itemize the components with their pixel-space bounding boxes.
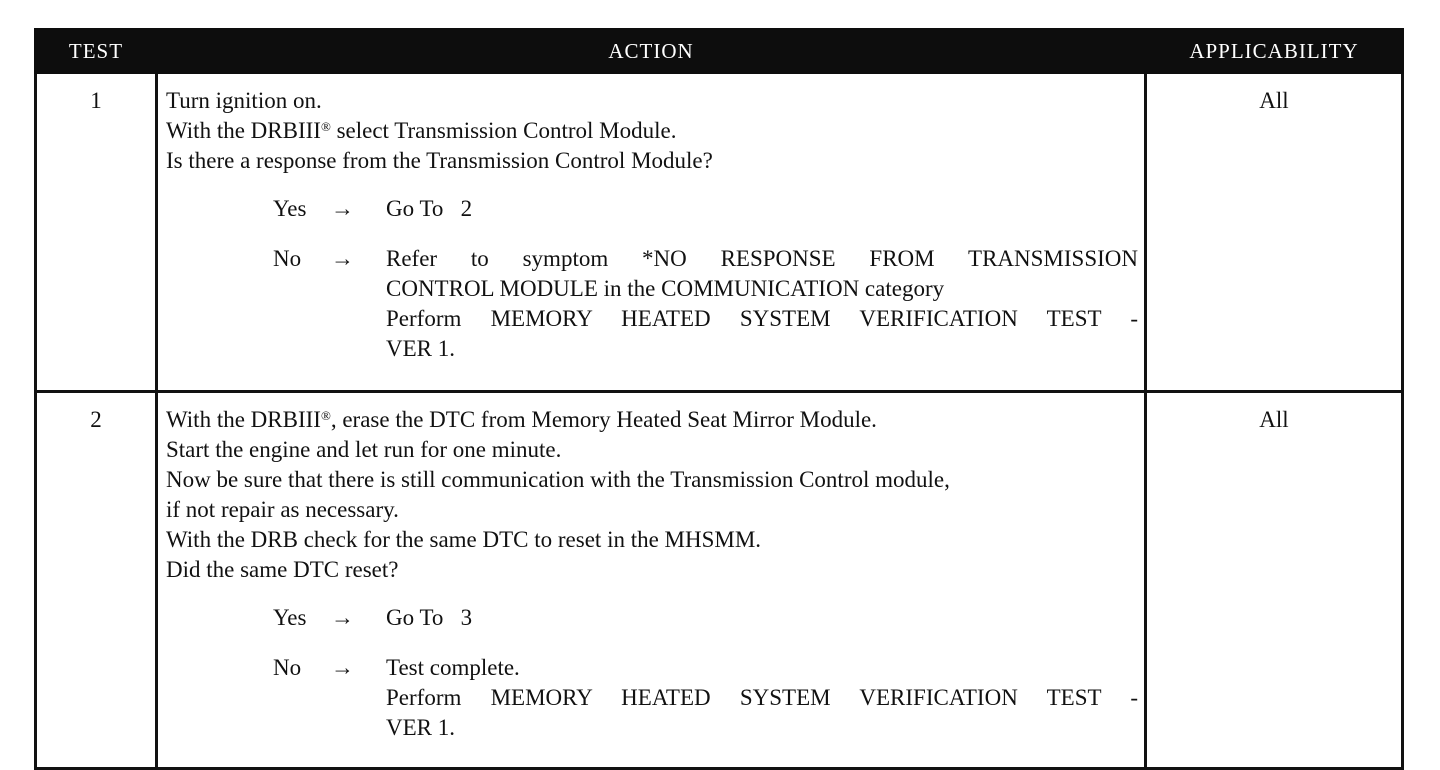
header-applicability: APPLICABILITY xyxy=(1144,28,1404,74)
action-line: Did the same DTC reset? xyxy=(166,557,399,582)
outcome-no-text: Test complete. Perform MEMORY HEATED SYS… xyxy=(386,653,1138,743)
goto-text: Go To 2 xyxy=(386,196,473,221)
outcome-yes-label: Yes xyxy=(273,196,307,221)
action-line: Turn ignition on. xyxy=(166,88,322,113)
outcome-yes-label: Yes xyxy=(273,605,307,630)
registered-mark: ® xyxy=(320,408,331,423)
applicability-value: All xyxy=(1144,390,1404,770)
action-text: With the DRBIII xyxy=(166,118,321,143)
right-arrow-icon: → xyxy=(331,655,354,680)
right-arrow-icon: → xyxy=(331,246,354,271)
applicability-value: All xyxy=(1144,71,1404,393)
test-number: 2 xyxy=(34,390,158,770)
table-row: 1 Turn ignition on. With the DRBIII® sel… xyxy=(34,71,1404,393)
outcome-no-label: No xyxy=(273,246,302,271)
right-arrow-icon: → xyxy=(331,196,354,221)
action-text: select Transmission Control Module. xyxy=(336,118,677,143)
test-number: 1 xyxy=(34,71,158,393)
table-header-row: TEST ACTION APPLICABILITY xyxy=(34,28,1404,74)
registered-mark: ® xyxy=(320,119,331,134)
outcome-no: No → Test complete. Perform MEMORY HEATE… xyxy=(166,653,1138,743)
action-cell: With the DRBIII®, erase the DTC from Mem… xyxy=(155,390,1147,770)
action-line: Now be sure that there is still communic… xyxy=(166,467,950,492)
outcome-line: Perform MEMORY HEATED SYSTEM VERIFICATIO… xyxy=(386,306,1138,331)
outcome-yes: Yes → Go To 3 xyxy=(166,603,1138,633)
outcome-line: VER 1. xyxy=(386,715,455,740)
diagnostic-test-table: TEST ACTION APPLICABILITY 1 Turn ignitio… xyxy=(34,28,1404,770)
header-action: ACTION xyxy=(155,28,1147,74)
right-arrow-icon: → xyxy=(331,605,354,630)
action-text: With the DRBIII xyxy=(166,407,321,432)
action-line: With the DRBIII® select Transmission Con… xyxy=(166,116,1138,146)
table-row: 2 With the DRBIII®, erase the DTC from M… xyxy=(34,390,1404,770)
outcome-line: Refer to symptom *NO RESPONSE FROM TRANS… xyxy=(386,246,1138,271)
outcome-line: Perform MEMORY HEATED SYSTEM VERIFICATIO… xyxy=(386,685,1138,710)
outcome-no: No → Refer to symptom *NO RESPONSE FROM … xyxy=(166,244,1138,364)
outcome-no-label: No xyxy=(273,655,302,680)
outcome-yes: Yes → Go To 2 xyxy=(166,194,1138,224)
outcome-line: CONTROL MODULE in the COMMUNICATION cate… xyxy=(386,276,945,301)
outcome-line: VER 1. xyxy=(386,336,455,361)
outcome-no-text: Refer to symptom *NO RESPONSE FROM TRANS… xyxy=(386,244,1138,364)
action-line: With the DRB check for the same DTC to r… xyxy=(166,527,762,552)
outcome-yes-text: Go To 3 xyxy=(386,603,1138,633)
goto-text: Go To 3 xyxy=(386,605,473,630)
action-line: if not repair as necessary. xyxy=(166,497,399,522)
action-cell: Turn ignition on. With the DRBIII® selec… xyxy=(155,71,1147,393)
header-test: TEST xyxy=(34,28,158,74)
action-line: Is there a response from the Transmissio… xyxy=(166,148,713,173)
action-text: , erase the DTC from Memory Heated Seat … xyxy=(330,407,877,432)
outcome-line: Test complete. xyxy=(386,655,520,680)
action-line: With the DRBIII®, erase the DTC from Mem… xyxy=(166,405,1138,435)
outcome-yes-text: Go To 2 xyxy=(386,194,1138,224)
action-line: Start the engine and let run for one min… xyxy=(166,437,562,462)
